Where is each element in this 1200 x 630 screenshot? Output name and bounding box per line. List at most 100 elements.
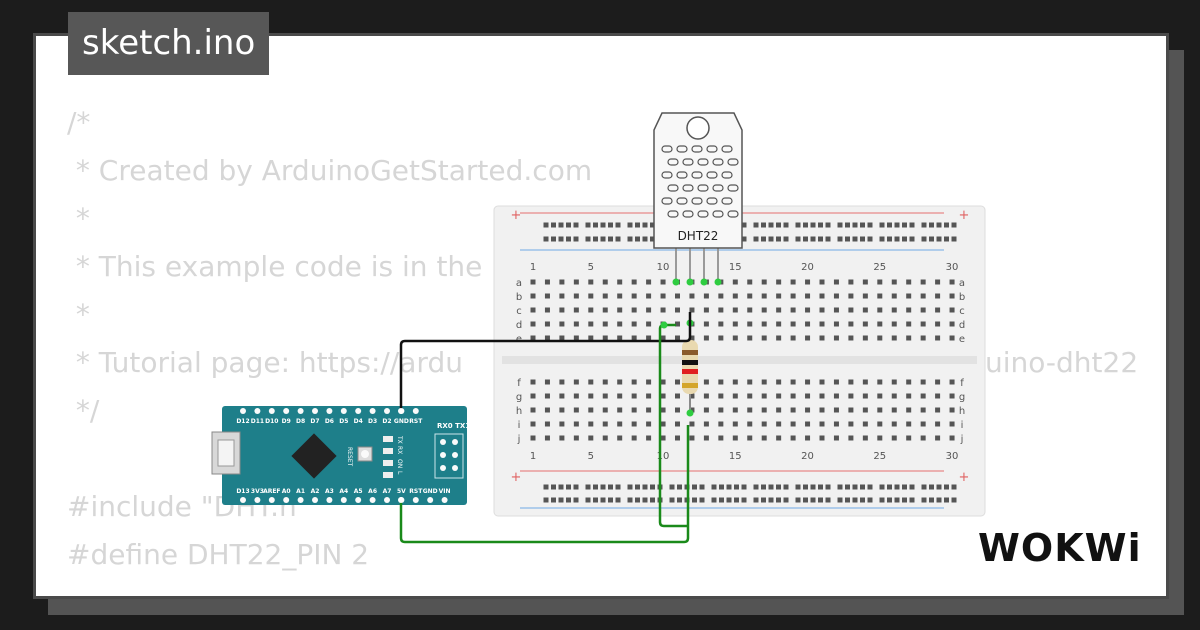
nano-pin bbox=[268, 408, 275, 414]
breadboard-hole bbox=[805, 379, 811, 385]
rail-hole bbox=[551, 236, 556, 242]
row-letter: b bbox=[516, 292, 522, 303]
nano-pin bbox=[240, 497, 246, 503]
breadboard-hole bbox=[833, 279, 839, 285]
breadboard-hole bbox=[949, 321, 955, 327]
code-line: */ bbox=[67, 394, 100, 427]
nano-pin-label: A2 bbox=[311, 488, 320, 495]
dht22-sensor[interactable]: DHT22 bbox=[653, 112, 743, 286]
rail-hole bbox=[867, 497, 873, 503]
breadboard-hole bbox=[703, 421, 709, 427]
row-letter: g bbox=[516, 392, 522, 403]
breadboard-hole bbox=[819, 421, 825, 427]
nano-pin-label: A1 bbox=[296, 488, 305, 495]
breadboard-hole bbox=[573, 393, 579, 399]
breadboard-hole bbox=[805, 393, 811, 399]
breadboard-hole bbox=[877, 421, 883, 427]
breadboard-hole bbox=[761, 435, 767, 441]
breadboard-hole bbox=[660, 307, 666, 313]
rail-hole bbox=[551, 484, 556, 490]
icsp-pad bbox=[452, 452, 458, 458]
breadboard-hole bbox=[747, 307, 753, 313]
breadboard-hole bbox=[891, 293, 897, 299]
sensor-vent bbox=[661, 145, 673, 153]
file-tab[interactable]: sketch.ino bbox=[68, 12, 270, 75]
led-label-on: ON bbox=[396, 459, 403, 468]
sensor-vent bbox=[712, 158, 724, 166]
rail-plus-label: + bbox=[511, 208, 522, 223]
breadboard-hole bbox=[617, 335, 623, 341]
breadboard-hole bbox=[877, 335, 883, 341]
breadboard-hole bbox=[544, 335, 550, 341]
nano-pin bbox=[369, 408, 376, 414]
sensor-vent bbox=[676, 197, 688, 205]
rail-hole bbox=[615, 222, 621, 228]
rail-hole bbox=[753, 497, 759, 503]
column-number: 15 bbox=[729, 262, 742, 273]
breadboard-hole bbox=[588, 307, 594, 313]
sensor-vent bbox=[706, 197, 718, 205]
rail-hole bbox=[776, 484, 781, 490]
breadboard-hole bbox=[805, 293, 811, 299]
breadboard-hole bbox=[732, 379, 738, 385]
breadboard-hole bbox=[732, 435, 738, 441]
rail-hole bbox=[795, 222, 801, 228]
breadboard-hole bbox=[790, 407, 796, 413]
breadboard-hole bbox=[544, 407, 550, 413]
rail-hole bbox=[566, 222, 571, 228]
breadboard-hole bbox=[906, 379, 912, 385]
icsp-pad bbox=[440, 439, 446, 445]
breadboard-hole bbox=[588, 379, 594, 385]
sensor-vent bbox=[727, 158, 739, 166]
rail-hole bbox=[642, 222, 648, 228]
nano-pin-label: VIN bbox=[439, 488, 451, 495]
rail-hole bbox=[825, 484, 831, 490]
reset-label: RESET bbox=[346, 447, 353, 467]
breadboard-hole bbox=[776, 293, 782, 299]
breadboard-hole bbox=[588, 279, 594, 285]
rail-hole bbox=[894, 222, 900, 228]
nano-pin bbox=[297, 497, 304, 503]
breadboard-hole bbox=[646, 407, 652, 413]
rail-hole bbox=[627, 497, 633, 503]
wire-gnd bbox=[399, 312, 692, 411]
breadboard-hole bbox=[877, 379, 883, 385]
row-letter: e bbox=[516, 334, 522, 345]
breadboard-hole bbox=[761, 393, 767, 399]
row-letter: i bbox=[518, 420, 521, 431]
column-number: 1 bbox=[530, 262, 536, 273]
rail-hole bbox=[585, 236, 591, 242]
breadboard-hole bbox=[833, 393, 839, 399]
column-number: 1 bbox=[530, 451, 536, 462]
breadboard-hole bbox=[790, 321, 796, 327]
sensor-vent bbox=[697, 210, 709, 218]
breadboard-hole bbox=[689, 335, 695, 341]
code-line: * bbox=[67, 298, 90, 331]
rail-hole bbox=[543, 222, 549, 228]
row-letter: h bbox=[516, 406, 522, 417]
sensor-vent bbox=[727, 184, 739, 192]
breadboard-hole bbox=[877, 293, 883, 299]
breadboard-hole bbox=[906, 393, 912, 399]
rail-hole bbox=[719, 484, 724, 490]
breadboard-hole bbox=[891, 321, 897, 327]
icsp-pad bbox=[452, 439, 458, 445]
rail-hole bbox=[585, 484, 591, 490]
breadboard-hole bbox=[891, 407, 897, 413]
breadboard-hole bbox=[848, 393, 854, 399]
breadboard-hole bbox=[848, 379, 854, 385]
rail-hole bbox=[902, 222, 907, 228]
sensor-vent bbox=[667, 158, 679, 166]
breadboard-hole bbox=[660, 393, 666, 399]
led-label-rx: RX bbox=[396, 446, 403, 454]
sensor-vent bbox=[691, 171, 703, 179]
breadboard-hole bbox=[617, 279, 623, 285]
breadboard-hole bbox=[646, 279, 652, 285]
nano-pin-label: AREF bbox=[263, 488, 280, 495]
code-line-tail: uino-dht22 bbox=[985, 346, 1139, 379]
breadboard-hole bbox=[602, 293, 608, 299]
rail-hole bbox=[860, 222, 865, 228]
rail-hole bbox=[845, 222, 850, 228]
